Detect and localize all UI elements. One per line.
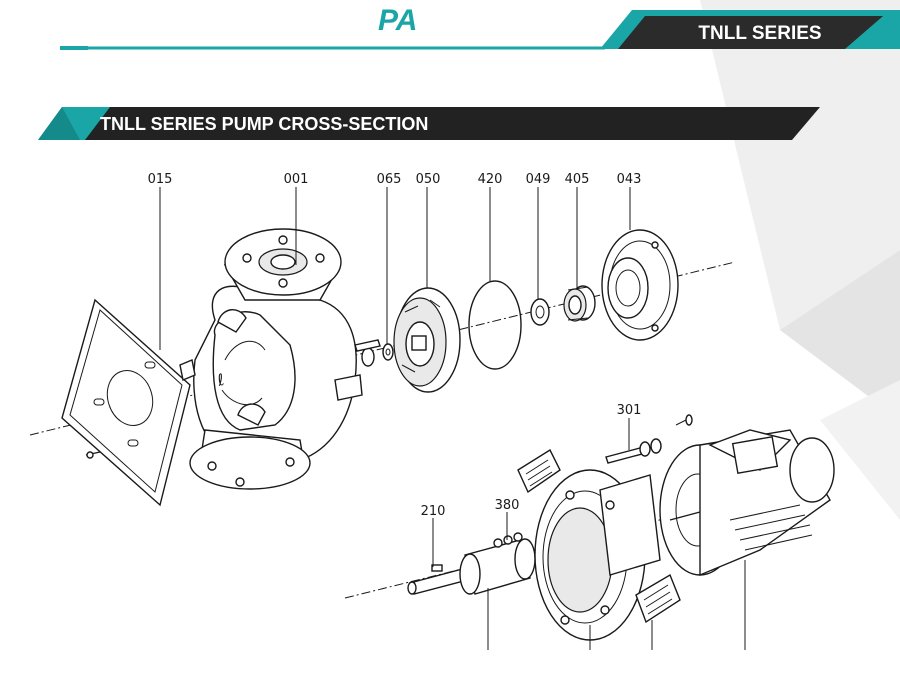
leader-lines (159, 187, 746, 650)
label-001: 001 (284, 172, 309, 187)
label-043: 043 (617, 172, 642, 187)
top-header: PA TNLL SERIES (60, 4, 900, 50)
stud-bolt-301 (605, 414, 693, 464)
label-301: 301 (617, 403, 642, 418)
label-049: 049 (526, 172, 551, 187)
series-tab (618, 16, 900, 49)
series-title: TNLL SERIES (698, 23, 821, 44)
seal-sleeve-049 (530, 298, 550, 326)
coupling-guard-upper (517, 448, 561, 494)
section-banner: TNLL SERIES PUMP CROSS-SECTION (38, 107, 820, 140)
label-380: 380 (495, 498, 520, 513)
label-015: 015 (148, 172, 173, 187)
label-405: 405 (565, 172, 590, 187)
base-plate-015 (61, 298, 191, 507)
motor-adapter-lantern (534, 469, 661, 641)
label-050: 050 (416, 172, 441, 187)
impeller-050 (393, 287, 461, 393)
background-watermark (700, 0, 900, 520)
electric-motor (659, 429, 835, 577)
o-ring-420 (468, 280, 522, 370)
label-210: 210 (421, 504, 446, 519)
pump-casing-001: ℓ (179, 228, 363, 490)
shaft-210 (407, 538, 536, 595)
impeller-nut-065 (354, 339, 394, 367)
label-420: 420 (478, 172, 503, 187)
coupling-guard-lower (635, 573, 681, 624)
banner-title: TNLL SERIES PUMP CROSS-SECTION (100, 114, 428, 134)
keys-380 (493, 532, 523, 548)
label-065: 065 (377, 172, 402, 187)
seal-cover-043 (601, 229, 679, 341)
part-labels: 015 001 065 050 420 049 405 043 301 380 … (148, 172, 642, 519)
mechanical-seal-405 (563, 285, 596, 322)
brand-logo: PA (378, 4, 417, 37)
